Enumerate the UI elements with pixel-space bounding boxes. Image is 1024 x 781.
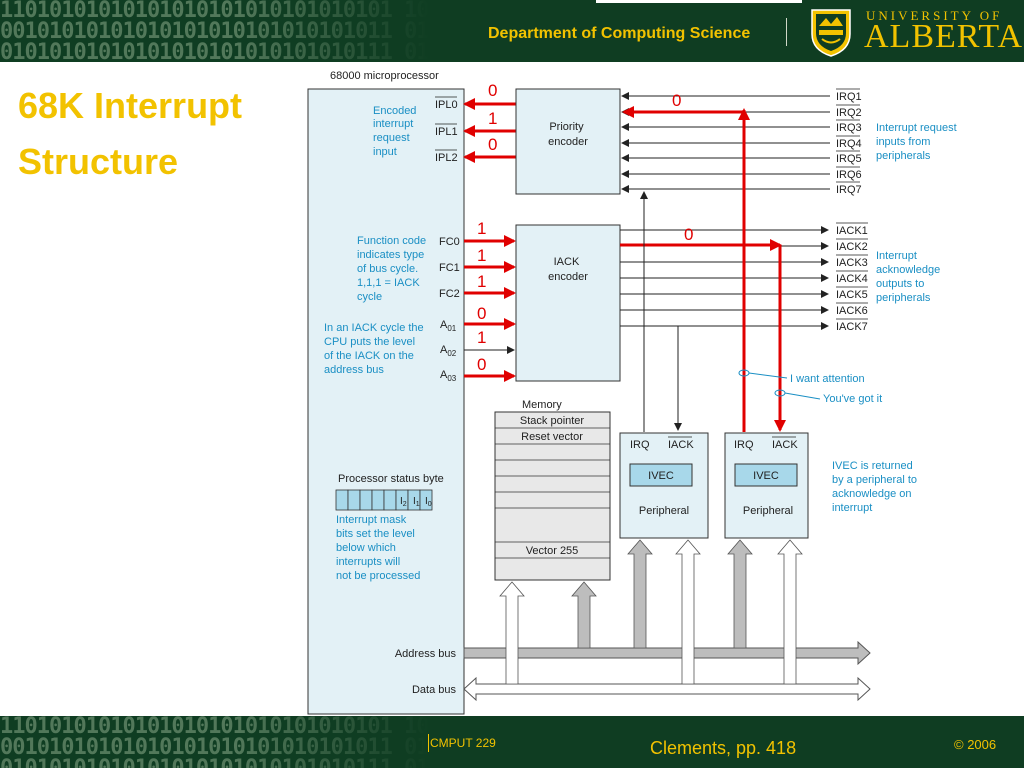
iack3-label: IACK3 bbox=[836, 257, 868, 269]
fc1-value: 1 bbox=[477, 246, 486, 265]
ipl0-pin: IPL0 bbox=[435, 99, 458, 111]
footer-banner: 11010101010101010101010101010101 10 1100… bbox=[0, 714, 1024, 781]
cpu-block bbox=[307, 88, 465, 715]
fc2-value: 1 bbox=[477, 272, 486, 291]
header-banner: 11010101010101010101010101010101 10 1100… bbox=[0, 0, 1024, 65]
address-bus-arrow bbox=[463, 640, 871, 666]
peripheral-1-iack-pin: IACK bbox=[668, 439, 694, 451]
data-bus-label: Data bus bbox=[412, 684, 457, 696]
footer-separator bbox=[428, 734, 429, 752]
iack-encoder-label: IACK encoder bbox=[548, 256, 588, 283]
iack1-label: IACK1 bbox=[836, 225, 868, 237]
reference-text: Clements, pp. 418 bbox=[650, 738, 797, 758]
memory-block bbox=[494, 411, 611, 581]
status-byte-register bbox=[335, 489, 433, 511]
a01-value: 0 bbox=[477, 304, 486, 323]
address-bus-label: Address bus bbox=[395, 648, 457, 660]
peripheral-1-label: Peripheral bbox=[639, 505, 689, 517]
irq4-label: IRQ4 bbox=[836, 138, 862, 150]
a03-value: 0 bbox=[477, 355, 486, 374]
peripheral-2-iack-pin: IACK bbox=[772, 439, 798, 451]
university-crest-icon bbox=[811, 9, 851, 57]
ivec-note: IVEC is returned by a peripheral to ackn… bbox=[832, 460, 920, 514]
fc2-pin: FC2 bbox=[439, 288, 460, 300]
interrupt-structure-diagram: 68000 microprocessor Encoded interrupt r… bbox=[307, 70, 960, 715]
status-bit-i0: I0 bbox=[425, 496, 432, 508]
memory-title: Memory bbox=[522, 399, 562, 411]
status-byte-label: Processor status byte bbox=[338, 473, 444, 485]
mask-note: Interrupt mask bits set the level below … bbox=[336, 514, 420, 582]
iack-encoder-block bbox=[515, 224, 621, 382]
iack4-label: IACK4 bbox=[836, 273, 868, 285]
peripheral-1-data-connector bbox=[675, 539, 701, 685]
copyright-text: © 2006 bbox=[954, 737, 997, 752]
ipl0-value: 0 bbox=[488, 81, 497, 100]
binary-pattern: 11010101010101010101010101010101 10 1100… bbox=[0, 0, 528, 65]
ipl1-pin: IPL1 bbox=[435, 126, 458, 138]
a02-value: 1 bbox=[477, 328, 486, 347]
iack-active-value: 0 bbox=[684, 225, 693, 244]
memory-stack-pointer: Stack pointer bbox=[520, 415, 585, 427]
fc0-value: 1 bbox=[477, 219, 486, 238]
want-attention-note: I want attention bbox=[790, 373, 865, 385]
peripheral-1-ivec-label: IVEC bbox=[648, 470, 674, 482]
memory-reset-vector: Reset vector bbox=[521, 431, 583, 443]
irq1-label: IRQ1 bbox=[836, 91, 862, 103]
ipl2-value: 0 bbox=[488, 135, 497, 154]
iack6-label: IACK6 bbox=[836, 305, 868, 317]
slide-title: 68K Interrupt Structure bbox=[18, 78, 242, 190]
a01-pin: A01 bbox=[440, 319, 457, 333]
ipl1-value: 1 bbox=[488, 109, 497, 128]
ipl2-pin: IPL2 bbox=[435, 152, 458, 164]
slide-title-line1: 68K Interrupt bbox=[18, 85, 243, 126]
peripheral-2-data-connector bbox=[777, 539, 803, 685]
data-bus-arrow bbox=[463, 676, 871, 702]
irq2-label: IRQ2 bbox=[836, 107, 862, 119]
peripheral-2-ivec-label: IVEC bbox=[753, 470, 779, 482]
memory-data-connector bbox=[499, 581, 525, 685]
memory-address-connector bbox=[571, 581, 597, 649]
department-name: Department of Computing Science bbox=[488, 25, 751, 42]
cpu-title: 68000 microprocessor bbox=[330, 70, 439, 82]
memory-vector-255: Vector 255 bbox=[526, 545, 579, 557]
header-separator bbox=[786, 18, 787, 46]
fc1-pin: FC1 bbox=[439, 262, 460, 274]
slide-title-line2: Structure bbox=[18, 141, 179, 182]
irq-active-value: 0 bbox=[672, 91, 681, 110]
university-label-big: ALBERTA bbox=[864, 18, 1024, 55]
peripheral-1-irq-pin: IRQ bbox=[630, 439, 650, 451]
iack-cycle-note: In an IACK cycle the CPU puts the level … bbox=[324, 322, 427, 376]
irq5-label: IRQ5 bbox=[836, 153, 862, 165]
iack2-label: IACK2 bbox=[836, 241, 868, 253]
fc0-pin: FC0 bbox=[439, 236, 460, 248]
encoded-note: Encoded interrupt request input bbox=[373, 105, 420, 158]
irq3-label: IRQ3 bbox=[836, 122, 862, 134]
irq6-label: IRQ6 bbox=[836, 169, 862, 181]
function-code-note: Function code indicates type of bus cycl… bbox=[357, 235, 429, 303]
iack-note: Interrupt acknowledge outputs to periphe… bbox=[876, 250, 943, 304]
irq7-label: IRQ7 bbox=[836, 184, 862, 196]
course-code: CMPUT 229 bbox=[430, 736, 496, 750]
peripheral-2-irq-pin: IRQ bbox=[734, 439, 754, 451]
status-bit-i2: I2 bbox=[400, 496, 407, 508]
university-label-small: UNIVERSITY OF bbox=[866, 8, 1003, 23]
priority-encoder-block bbox=[515, 88, 621, 195]
peripheral-2-address-connector bbox=[727, 539, 753, 649]
top-white-line bbox=[596, 0, 802, 3]
iack7-label: IACK7 bbox=[836, 321, 868, 333]
irq-note: Interrupt request inputs from peripheral… bbox=[876, 122, 960, 162]
priority-encoder-label: Priority encoder bbox=[548, 121, 588, 148]
peripheral-1-ivec bbox=[629, 463, 693, 487]
bottom-white-line bbox=[596, 713, 802, 716]
got-it-note: You've got it bbox=[823, 393, 882, 405]
status-bit-i1: I1 bbox=[413, 496, 420, 508]
peripheral-2-label: Peripheral bbox=[743, 505, 793, 517]
a03-pin: A03 bbox=[440, 369, 457, 383]
a02-pin: A02 bbox=[440, 344, 457, 358]
peripheral-1-address-connector bbox=[627, 539, 653, 649]
peripheral-2-ivec bbox=[734, 463, 798, 487]
iack5-label: IACK5 bbox=[836, 289, 868, 301]
binary-pattern-footer: 11010101010101010101010101010101 10 1100… bbox=[0, 714, 528, 781]
